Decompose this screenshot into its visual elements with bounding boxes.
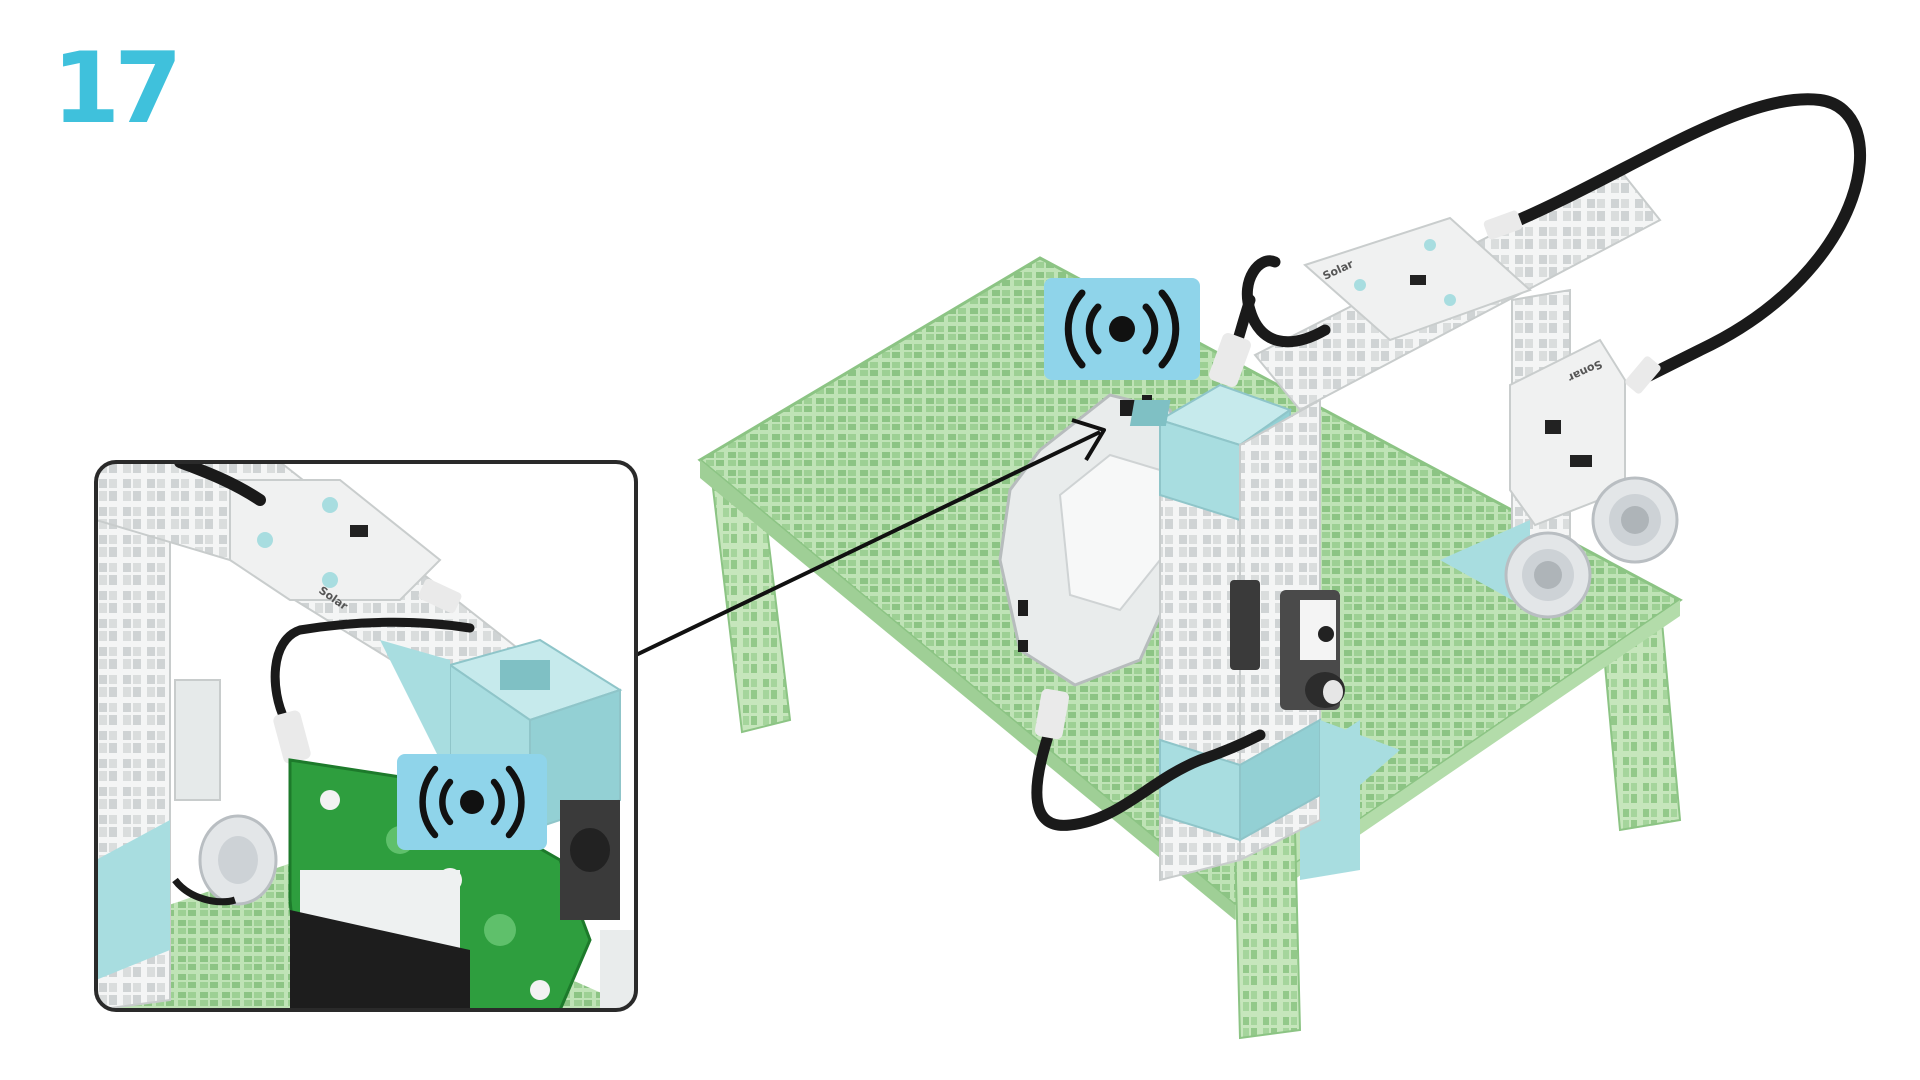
solar-board-hole <box>1354 279 1366 291</box>
callout-pointer-line <box>635 430 1101 657</box>
table-leg-front <box>1233 828 1302 1040</box>
solar-chip <box>1410 275 1426 285</box>
inset-zoom-view: Solar <box>94 460 638 1012</box>
wireless-signal-icon <box>419 765 525 839</box>
sonar-chip <box>1545 420 1561 434</box>
wireless-signal-icon <box>1064 289 1180 369</box>
cable-connector <box>1483 210 1523 240</box>
cable-connector <box>1625 356 1661 394</box>
wireless-badge-inset <box>397 754 547 850</box>
cable-solar-to-sonar <box>1489 93 1866 386</box>
sonar-chip <box>1570 455 1592 467</box>
step-number: 17 <box>52 32 182 146</box>
brace-blue-front <box>1320 720 1400 820</box>
wireless-badge-main <box>1044 278 1200 380</box>
servo-motor <box>1230 580 1345 710</box>
cable-controller-to-servo <box>1031 724 1266 831</box>
sonar-transducer-right <box>1591 476 1679 564</box>
table-top-edge <box>700 460 1235 920</box>
callout-arrowhead <box>1071 418 1106 462</box>
cable-connector <box>1209 333 1251 387</box>
sonar-transducer-left <box>1504 531 1592 619</box>
controller-module <box>998 393 1192 687</box>
cable-connector <box>1034 688 1070 740</box>
solar-board-hole <box>1444 294 1456 306</box>
solar-board-hole <box>1424 239 1436 251</box>
